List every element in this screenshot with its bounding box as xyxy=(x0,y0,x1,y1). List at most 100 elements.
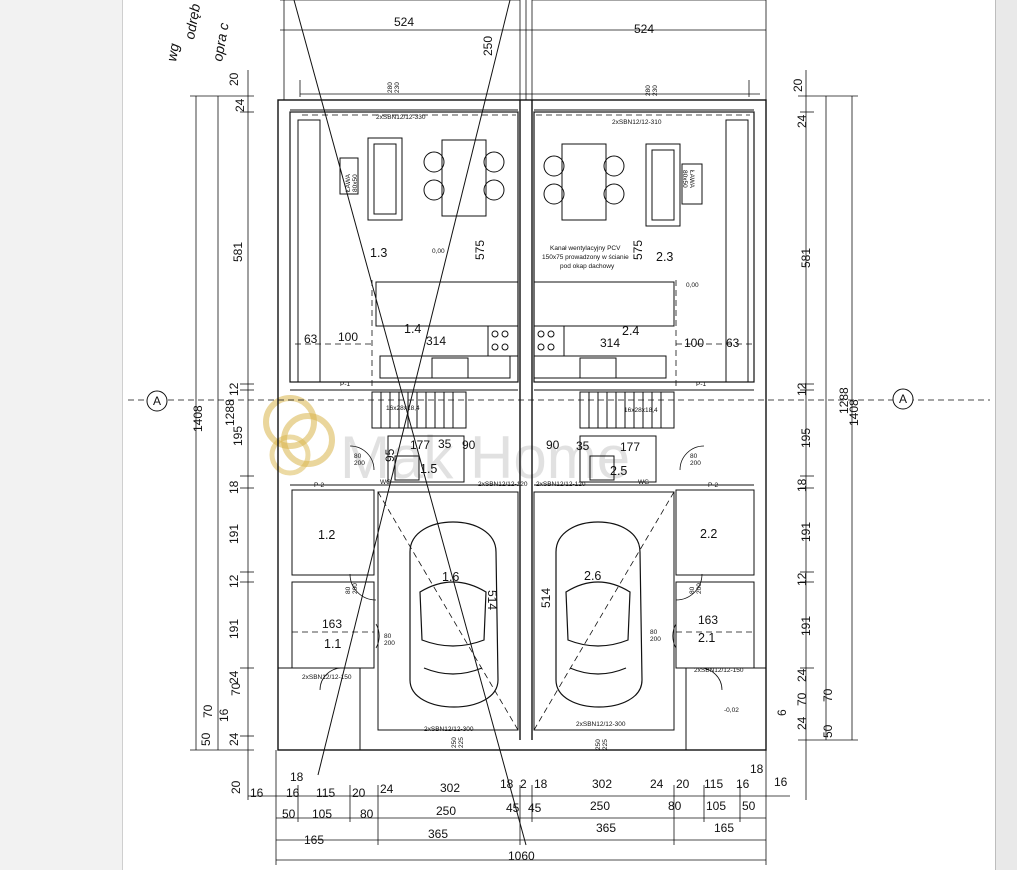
b1-11: 24 xyxy=(650,777,664,791)
level-right: 0,00 xyxy=(686,282,699,289)
vent-note-line-1: Kanał wentylacyjny PCV xyxy=(550,245,621,252)
bench-left xyxy=(339,157,359,195)
car-right xyxy=(555,521,643,708)
dim-63-right: 63 xyxy=(726,336,740,350)
room-1-6: 1.6 xyxy=(442,570,459,584)
top-dimension-lines xyxy=(280,0,767,102)
lv-191a: 191 xyxy=(227,524,241,544)
b1-8: 2 xyxy=(520,777,527,791)
total-width: 1060 xyxy=(508,849,535,863)
dim-575-left: 575 xyxy=(473,240,487,260)
marker-p1-left: P-1 xyxy=(340,381,351,388)
b2-6: 250 xyxy=(590,799,610,813)
dim-575-right: 575 xyxy=(631,240,645,260)
left-page-margin xyxy=(0,0,123,870)
axis-label-right: A xyxy=(899,392,907,406)
top-dim-20-left: 20 xyxy=(227,72,241,86)
room-2-3: 2.3 xyxy=(656,250,673,264)
handwriting-1: wg xyxy=(163,42,182,63)
room-2-1: 2.1 xyxy=(698,631,715,645)
b1-3: 115 xyxy=(316,786,335,800)
ventilation-note: Kanał wentylacyjny PCV 150x75 prowadzony… xyxy=(542,245,629,270)
dim-100-right: 100 xyxy=(684,336,704,350)
lv-18: 18 xyxy=(227,480,241,494)
lv-50: 50 xyxy=(199,732,213,746)
lv-24c: 24 xyxy=(227,732,241,746)
rv-12: 12 xyxy=(795,382,809,396)
interior-dimensions: 575 575 314 314 100 100 63 63 0,00 0,00 … xyxy=(304,240,740,750)
room-1-5: 1.5 xyxy=(420,462,437,476)
room-2-4: 2.4 xyxy=(622,324,639,338)
room-labels: 1.3 1.4 1.5 1.2 1.1 1.6 2.3 2.4 2.5 2.2 … xyxy=(318,246,717,651)
left-vertical-dims: 24 581 12 195 18 191 12 191 24 70 16 70 … xyxy=(199,98,247,794)
bottom-dims-row-3: 165 365 365 165 xyxy=(304,821,734,847)
handwriting-3: opra c xyxy=(209,21,232,62)
dim-163-right: 163 xyxy=(698,613,718,627)
rv-70a: 70 xyxy=(821,688,835,702)
b3-0: 165 xyxy=(304,833,324,847)
axis-marker-left xyxy=(146,390,168,412)
b2-2: 80 xyxy=(360,807,374,821)
dim-63-left: 63 xyxy=(304,332,318,346)
b1-0: 16 xyxy=(250,786,264,800)
left-total-1288: 1288 xyxy=(223,399,237,426)
lv-581: 581 xyxy=(231,242,245,262)
dim-177-right: 177 xyxy=(620,440,640,454)
dim-100-left: 100 xyxy=(338,330,358,344)
handwriting-2: odręb xyxy=(181,2,203,40)
b3-1: 365 xyxy=(428,827,448,841)
rv-24c: 24 xyxy=(795,716,809,730)
room-2-5: 2.5 xyxy=(610,464,627,478)
room-2-2: 2.2 xyxy=(700,527,717,541)
garage-gate-left: 250225 xyxy=(451,737,465,748)
furniture-right xyxy=(543,143,703,227)
b2-5: 45 xyxy=(528,801,542,815)
dim-35-right: 35 xyxy=(576,439,590,453)
top-dim-left: 524 xyxy=(394,15,414,29)
rv-24: 24 xyxy=(795,114,809,128)
lv-70a: 70 xyxy=(201,704,215,718)
beam-labels: 2xSBN12/12-330 2xSBN12/12-310 2xSBN12/12… xyxy=(302,114,744,733)
right-page-margin xyxy=(995,0,1017,870)
garage-gate-right: 250225 xyxy=(595,739,609,750)
b2-0: 50 xyxy=(282,807,296,821)
dim-163-left: 163 xyxy=(322,617,342,631)
beam-bot-right: 2xSBN12/12-300 xyxy=(576,721,626,728)
vent-note-line-2: 150x75 prowadzony w ścianie xyxy=(542,254,629,261)
bench-label-left: ŁAWA80x50 xyxy=(345,173,359,192)
beam-entry-right: 2xSBN12/12-150 xyxy=(694,667,744,674)
dim-90-right: 90 xyxy=(546,438,560,452)
building-walls xyxy=(277,99,767,751)
bench-right xyxy=(681,163,703,205)
b2-7: 80 xyxy=(668,799,682,813)
stair-spec-right: 16x28x18,4 xyxy=(624,407,658,414)
lv-16: 16 xyxy=(217,708,231,722)
marker-p2-left: P-2 xyxy=(314,482,325,489)
axis-label-left: A xyxy=(153,394,161,408)
bottom-dimension-lines xyxy=(248,750,790,865)
b2-9: 50 xyxy=(742,799,756,813)
room-1-1: 1.1 xyxy=(324,637,341,651)
dim-90-left: 90 xyxy=(462,438,476,452)
rv-12b: 12 xyxy=(795,572,809,586)
b3-3: 165 xyxy=(714,821,734,835)
rv-50: 50 xyxy=(821,724,835,738)
level-left: 0,00 xyxy=(432,248,445,255)
right-vertical-dims: 24 581 12 195 18 191 12 191 24 70 6 24 7… xyxy=(775,114,835,738)
dim-177-left: 177 xyxy=(410,438,430,452)
watermark-logo xyxy=(263,395,317,449)
b2-8: 105 xyxy=(706,799,726,813)
rv-18: 18 xyxy=(795,478,809,492)
top-dim-right: 524 xyxy=(634,22,654,36)
room-1-3: 1.3 xyxy=(370,246,387,260)
rv-191b: 191 xyxy=(799,616,813,636)
top-opening-right: 280230 xyxy=(645,85,659,96)
top-opening-left: 280230 xyxy=(387,82,401,93)
b3-2: 365 xyxy=(596,821,616,835)
room-1-4: 1.4 xyxy=(404,322,421,336)
